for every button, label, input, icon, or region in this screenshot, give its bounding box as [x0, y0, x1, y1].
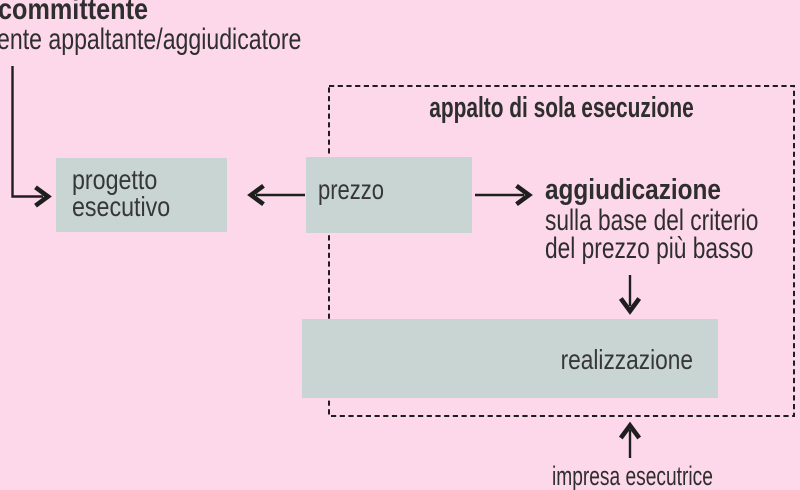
- impresa-esecutrice-label: impresa esecutrice: [552, 461, 713, 490]
- aggiudicazione-line1: sulla base del criterio: [545, 204, 759, 237]
- aggiudicazione-title: aggiudicazione: [545, 174, 721, 206]
- group-label: appalto di sola esecuzione: [429, 91, 694, 124]
- connector-committente-progetto-icon: [11, 66, 52, 208]
- arrow-right-icon: [475, 183, 533, 207]
- node-progetto-line1: progetto: [72, 163, 158, 195]
- arrow-left-icon: [247, 183, 305, 207]
- aggiudicazione-line2: del prezzo più basso: [545, 232, 754, 265]
- arrow-up-icon: [618, 421, 642, 458]
- node-progetto-esecutivo: progetto esecutivo: [56, 158, 227, 232]
- node-progetto-line2: esecutivo: [72, 190, 171, 222]
- committente-subtitle: ente appaltante/aggiudicatore: [0, 22, 302, 56]
- arrow-down-icon: [618, 275, 642, 315]
- node-realizzazione: realizzazione: [302, 319, 718, 398]
- committente-title: committente: [0, 0, 149, 26]
- node-prezzo: prezzo: [306, 157, 472, 233]
- dashed-group-border: [328, 85, 795, 417]
- node-realizzazione-label: realizzazione: [560, 344, 693, 375]
- aggiudicazione-block: aggiudicazione sulla base del criterio d…: [545, 174, 800, 265]
- node-prezzo-label: prezzo: [318, 174, 385, 206]
